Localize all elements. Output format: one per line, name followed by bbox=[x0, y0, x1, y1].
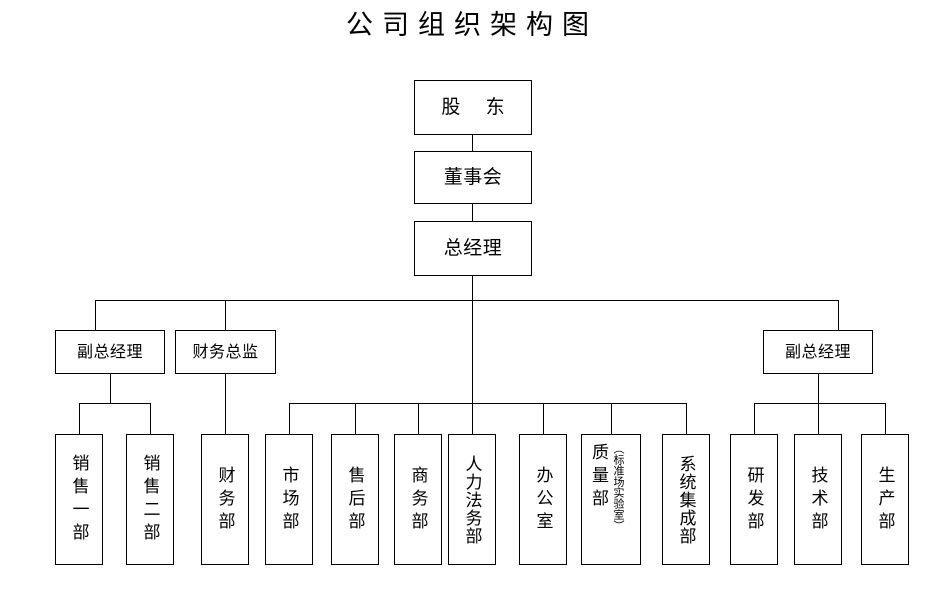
node-production-dept[interactable]: 生产部 bbox=[861, 434, 909, 565]
connector-finance-dept bbox=[225, 374, 226, 434]
node-system-integration-dept[interactable]: 系统集成部 bbox=[662, 434, 710, 565]
connector-after-sales-dept bbox=[355, 403, 356, 434]
bus-right-departments bbox=[754, 403, 885, 404]
bus-central-departments bbox=[289, 403, 686, 404]
connector-deputy-left-stem bbox=[110, 374, 111, 403]
node-business-dept[interactable]: 商务部 bbox=[394, 434, 442, 565]
connector-hr-legal-dept bbox=[472, 403, 473, 434]
connector-deputy-right-stem bbox=[818, 374, 819, 403]
node-quality-dept-annotation: （标准场实验室） bbox=[612, 443, 624, 531]
node-deputy-general-manager-left-label: 副总经理 bbox=[76, 343, 143, 361]
node-shareholders[interactable]: 股 东 bbox=[414, 80, 532, 135]
connector-quality-dept bbox=[611, 403, 612, 434]
connector-bus-deputy-left bbox=[95, 300, 96, 330]
connector-board-gm bbox=[472, 204, 473, 221]
node-general-manager[interactable]: 总经理 bbox=[414, 221, 532, 276]
node-board-of-directors-label: 董事会 bbox=[443, 166, 503, 188]
connector-office bbox=[543, 403, 544, 434]
node-finance-director-label: 财务总监 bbox=[192, 343, 259, 361]
node-quality-dept-label: 质量部 bbox=[589, 443, 608, 512]
node-sales-dept-1[interactable]: 销售一部 bbox=[55, 434, 103, 565]
node-rd-dept-label: 研发部 bbox=[744, 465, 764, 535]
node-finance-dept[interactable]: 财务部 bbox=[201, 434, 249, 565]
node-hr-legal-dept[interactable]: 人力法务部 bbox=[448, 434, 496, 565]
connector-business-dept bbox=[418, 403, 419, 434]
node-office[interactable]: 办公室 bbox=[519, 434, 567, 565]
node-sales-dept-2-label: 销售二部 bbox=[140, 454, 160, 546]
node-after-sales-dept[interactable]: 售后部 bbox=[331, 434, 379, 565]
page-title: 公司组织架构图 bbox=[346, 10, 598, 40]
node-tech-dept-label: 技术部 bbox=[808, 465, 828, 535]
connector-system-integration-dept bbox=[686, 403, 687, 434]
connector-sales-2 bbox=[150, 403, 151, 434]
connector-bus-deputy-right bbox=[838, 300, 839, 330]
node-hr-legal-dept-label: 人力法务部 bbox=[462, 455, 482, 545]
node-sales-dept-2[interactable]: 销售二部 bbox=[126, 434, 174, 565]
node-business-dept-label: 商务部 bbox=[408, 465, 428, 535]
connector-sales-1 bbox=[79, 403, 80, 434]
node-after-sales-dept-label: 售后部 bbox=[345, 465, 365, 535]
connector-gm-trunk bbox=[472, 276, 473, 404]
node-deputy-general-manager-right[interactable]: 副总经理 bbox=[763, 330, 873, 374]
node-marketing-dept-label: 市场部 bbox=[279, 465, 299, 535]
node-deputy-general-manager-right-label: 副总经理 bbox=[784, 343, 851, 361]
node-finance-dept-label: 财务部 bbox=[215, 465, 235, 535]
node-deputy-general-manager-left[interactable]: 副总经理 bbox=[55, 330, 165, 374]
bus-executive-level bbox=[95, 300, 839, 301]
connector-marketing-dept bbox=[289, 403, 290, 434]
node-marketing-dept[interactable]: 市场部 bbox=[265, 434, 313, 565]
node-board-of-directors[interactable]: 董事会 bbox=[414, 151, 532, 204]
node-rd-dept[interactable]: 研发部 bbox=[730, 434, 778, 565]
connector-production-dept bbox=[885, 403, 886, 434]
node-quality-dept[interactable]: 质量部 （标准场实验室） bbox=[581, 434, 641, 565]
node-finance-director[interactable]: 财务总监 bbox=[175, 330, 276, 374]
bus-sales bbox=[79, 403, 151, 404]
node-shareholders-label: 股 东 bbox=[441, 96, 515, 118]
node-production-dept-label: 生产部 bbox=[875, 465, 895, 535]
connector-rd-dept bbox=[754, 403, 755, 434]
node-tech-dept[interactable]: 技术部 bbox=[794, 434, 842, 565]
node-sales-dept-1-label: 销售一部 bbox=[69, 454, 89, 546]
node-system-integration-dept-label: 系统集成部 bbox=[676, 455, 696, 545]
connector-shareholders-board bbox=[472, 135, 473, 151]
connector-bus-finance-director bbox=[225, 300, 226, 330]
node-office-label: 办公室 bbox=[533, 465, 553, 535]
node-general-manager-label: 总经理 bbox=[443, 237, 503, 259]
connector-tech-dept bbox=[818, 403, 819, 434]
